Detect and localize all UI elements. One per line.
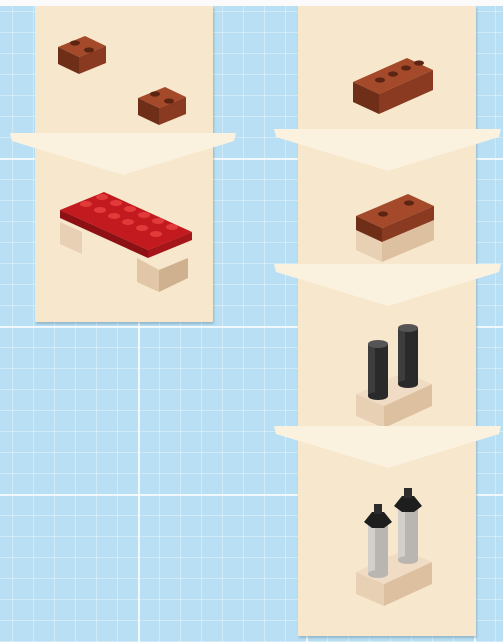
step-gray-pillars	[350, 482, 445, 610]
gray-pillar-icon	[364, 504, 392, 578]
brown-brick-1x2-icon	[138, 87, 186, 125]
right-down-arrow-1-icon	[270, 125, 503, 175]
brown-brick-1x2-icon	[58, 36, 106, 74]
left-down-arrow-icon	[10, 127, 240, 179]
right-down-arrow-3-icon	[270, 420, 503, 472]
black-cylinder-icon	[398, 324, 418, 388]
step-brown-bricks-pair	[50, 20, 210, 135]
step-brown-1x4-brick	[345, 44, 445, 124]
step-red-plate-assembly	[52, 188, 202, 303]
right-down-arrow-2-icon	[270, 258, 503, 310]
gray-pillar-icon	[394, 488, 422, 564]
black-cylinder-icon	[368, 340, 388, 400]
step-black-cylinders	[350, 318, 445, 433]
